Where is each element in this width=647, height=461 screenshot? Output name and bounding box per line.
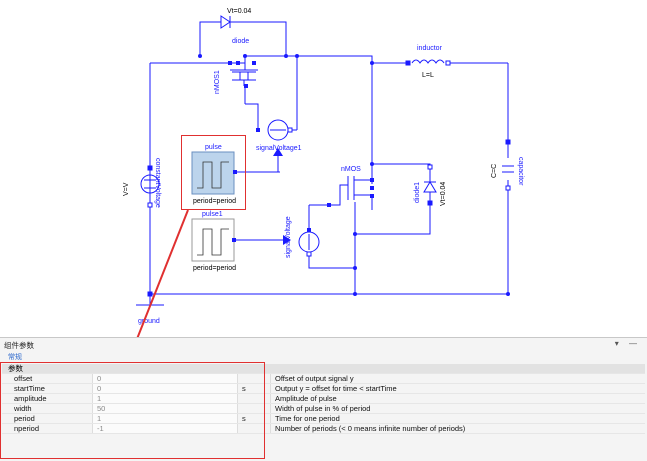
pulse-block[interactable] — [191, 151, 237, 195]
pulse-param: period=period — [193, 198, 236, 205]
constant-voltage-symbol[interactable] — [140, 165, 160, 208]
table-row[interactable]: nperiod -1 Number of periods (< 0 means … — [2, 423, 645, 434]
capacitor-label: capacitor — [517, 157, 524, 186]
pulse-label: pulse — [205, 144, 222, 151]
nmos-pins — [327, 178, 374, 207]
param-description: Number of periods (< 0 means infinite nu… — [270, 423, 645, 434]
param-unit — [237, 403, 271, 414]
signal-voltage1-label: signalVoltage1 — [256, 145, 302, 152]
nmos-symbol[interactable] — [347, 176, 362, 200]
nmos1-label: nMOS1 — [214, 70, 221, 94]
annotation-box-parameters — [0, 362, 265, 459]
diode-symbol[interactable] — [215, 15, 235, 29]
diode1-param: Vt=0.04 — [440, 182, 447, 206]
capacitor-param: C=C — [491, 164, 498, 178]
param-unit: s — [237, 413, 271, 424]
param-name: width — [2, 403, 93, 414]
capacitor-symbol[interactable] — [502, 139, 514, 191]
param-unit — [237, 373, 271, 384]
param-description: Output y = offset for time < startTime — [270, 383, 645, 394]
pulse1-param: period=period — [193, 265, 236, 272]
component-parameters-panel: 组件参数 ▾ — 常规 参数 offset 0 Offset of output… — [0, 338, 647, 461]
wires — [149, 21, 509, 305]
table-row[interactable]: startTime 0 s Output y = offset for time… — [2, 383, 645, 394]
panel-window-controls[interactable]: ▾ — — [614, 339, 641, 348]
param-unit — [237, 393, 271, 404]
param-value-input[interactable]: 0 — [92, 373, 238, 384]
inductor-label: inductor — [417, 45, 443, 52]
constant-voltage-param: V=V — [123, 182, 130, 196]
param-unit: s — [237, 383, 271, 394]
table-row[interactable]: width 50 Width of pulse in % of period — [2, 403, 645, 414]
table-row[interactable]: offset 0 Offset of output signal y — [2, 373, 645, 384]
nmos-label: nMOS — [341, 166, 361, 173]
nmos1-symbol[interactable] — [232, 71, 256, 86]
pulse1-label: pulse1 — [202, 211, 223, 218]
panel-title: 组件参数 — [4, 341, 34, 350]
inductor-symbol[interactable] — [405, 59, 451, 66]
ground-label: ground — [138, 318, 160, 325]
diode1-symbol[interactable] — [423, 164, 437, 206]
parameter-table: 参数 offset 0 Offset of output signal y st… — [2, 364, 645, 434]
param-description: Time for one period — [270, 413, 645, 424]
signal-voltage1-symbol[interactable] — [256, 119, 293, 156]
param-value-input[interactable]: 1 — [92, 413, 238, 424]
nmos1-pins — [228, 61, 256, 88]
signal-voltage-symbol[interactable] — [283, 228, 320, 257]
diode1-label: diode1 — [414, 182, 421, 203]
param-name: period — [2, 413, 93, 424]
circuit-schematic: Vt=0.04 diode nMOS1 inductor L=L signalV… — [123, 8, 524, 337]
param-name: nperiod — [2, 423, 93, 434]
group-label: 参数 — [2, 364, 645, 374]
param-value-input[interactable]: 1 — [92, 393, 238, 404]
param-name: amplitude — [2, 393, 93, 404]
param-unit — [237, 423, 271, 434]
param-name: offset — [2, 373, 93, 384]
annotation-box-pulse — [181, 135, 246, 210]
pulse1-block[interactable] — [191, 218, 236, 262]
param-value-input[interactable]: -1 — [92, 423, 238, 434]
diode-param: Vt=0.04 — [227, 8, 251, 15]
table-row[interactable]: amplitude 1 Amplitude of pulse — [2, 393, 645, 404]
param-value-input[interactable]: 0 — [92, 383, 238, 394]
table-group-row[interactable]: 参数 — [2, 364, 645, 374]
panel-header: 组件参数 ▾ — — [0, 338, 647, 351]
param-name: startTime — [2, 383, 93, 394]
inductor-param: L=L — [422, 72, 434, 79]
param-description: Width of pulse in % of period — [270, 403, 645, 414]
diode-label: diode — [232, 38, 249, 45]
param-description: Offset of output signal y — [270, 373, 645, 384]
param-description: Amplitude of pulse — [270, 393, 645, 404]
diagram-canvas[interactable]: Vt=0.04 diode nMOS1 inductor L=L signalV… — [0, 0, 647, 338]
annotation-arrow — [136, 209, 189, 337]
table-row[interactable]: period 1 s Time for one period — [2, 413, 645, 424]
constant-voltage-label: constantVoltage — [154, 158, 161, 208]
param-value-input[interactable]: 50 — [92, 403, 238, 414]
signal-voltage-label: signalVoltage — [285, 216, 292, 258]
junction-dots — [148, 54, 510, 296]
